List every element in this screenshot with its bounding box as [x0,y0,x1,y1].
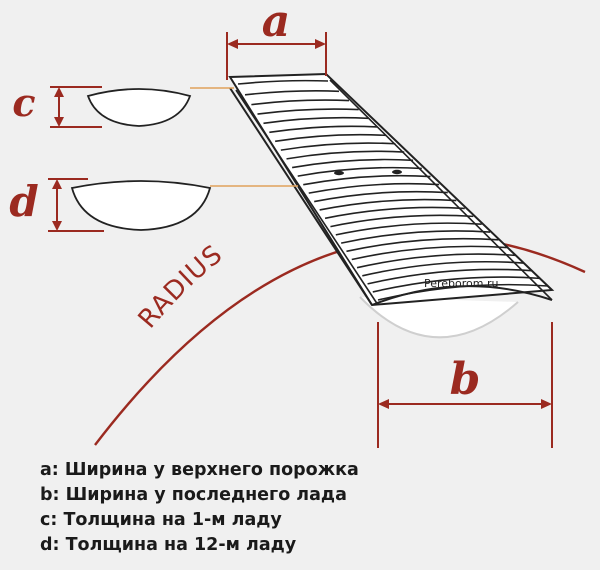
dimension-a-arrow-right [315,39,326,49]
fret-line [244,90,340,96]
fret-line [340,230,491,244]
dimension-a: a [226,0,327,80]
fret-marker-dot [392,169,402,175]
dimension-b: b [377,322,553,448]
fret-line [346,237,499,253]
label-a: a [262,0,291,47]
fret-line [335,222,482,236]
dimension-d-arrow-bottom [52,221,62,231]
label-c: c [12,80,35,125]
frets [237,79,549,301]
fretboard [228,72,555,307]
legend-item-c: c: Толщина на 1-м ладу [40,510,282,530]
dimension-b-arrow-left [378,399,389,409]
fret-marker-dot [334,170,344,176]
fret-line [319,198,457,211]
fret-line [251,99,350,106]
fret-line [286,150,405,160]
fret-line [297,166,422,177]
fret-line [291,158,414,169]
fret-line [372,276,540,293]
cross-section-c-shape [86,88,192,127]
dimension-a-arrow-left [227,39,238,49]
fret-line [330,214,474,228]
cross-section-d: d [9,177,298,232]
fret-line [308,182,440,194]
legend-item-b: b: Ширина у последнего лада [40,485,347,505]
fret-line [280,142,396,151]
fret-line [275,133,387,143]
fretboard-side-right [329,79,553,301]
fretboard-side-left-inner [235,89,379,306]
legend-item-d: d: Толщина на 12-м ладу [40,535,297,555]
fret-line [356,253,516,269]
fret-line [351,245,507,261]
legend-item-a: a: Ширина у верхнего порожка [40,460,359,480]
cross-section-d-shape [70,180,212,231]
fret-line [362,260,524,277]
watermark-text: Pereborom.ru [424,277,499,290]
dimension-b-arrow-right [541,399,552,409]
label-b: b [450,354,481,405]
fretboard-side-left [229,87,373,306]
dimension-c-arrow-top [54,87,64,97]
fret-line [263,116,369,125]
heel-cross-section [359,296,519,339]
dimension-c-arrow-bottom [54,117,64,127]
dimension-d-arrow-top [52,179,62,189]
fret-line [257,108,359,115]
legend-list: a: Ширина у верхнего порожка b: Ширина у… [40,458,359,558]
fret-line [314,190,448,203]
fret-line [377,283,549,301]
fret-line [324,206,465,220]
cross-section-c: c [12,80,234,128]
fret-line [367,268,532,285]
fret-line [269,125,378,134]
fret-line [303,174,431,186]
fret-line [237,79,329,85]
radius-arc [94,235,586,446]
label-d: d [9,177,38,226]
fretboard-surface [228,72,555,307]
